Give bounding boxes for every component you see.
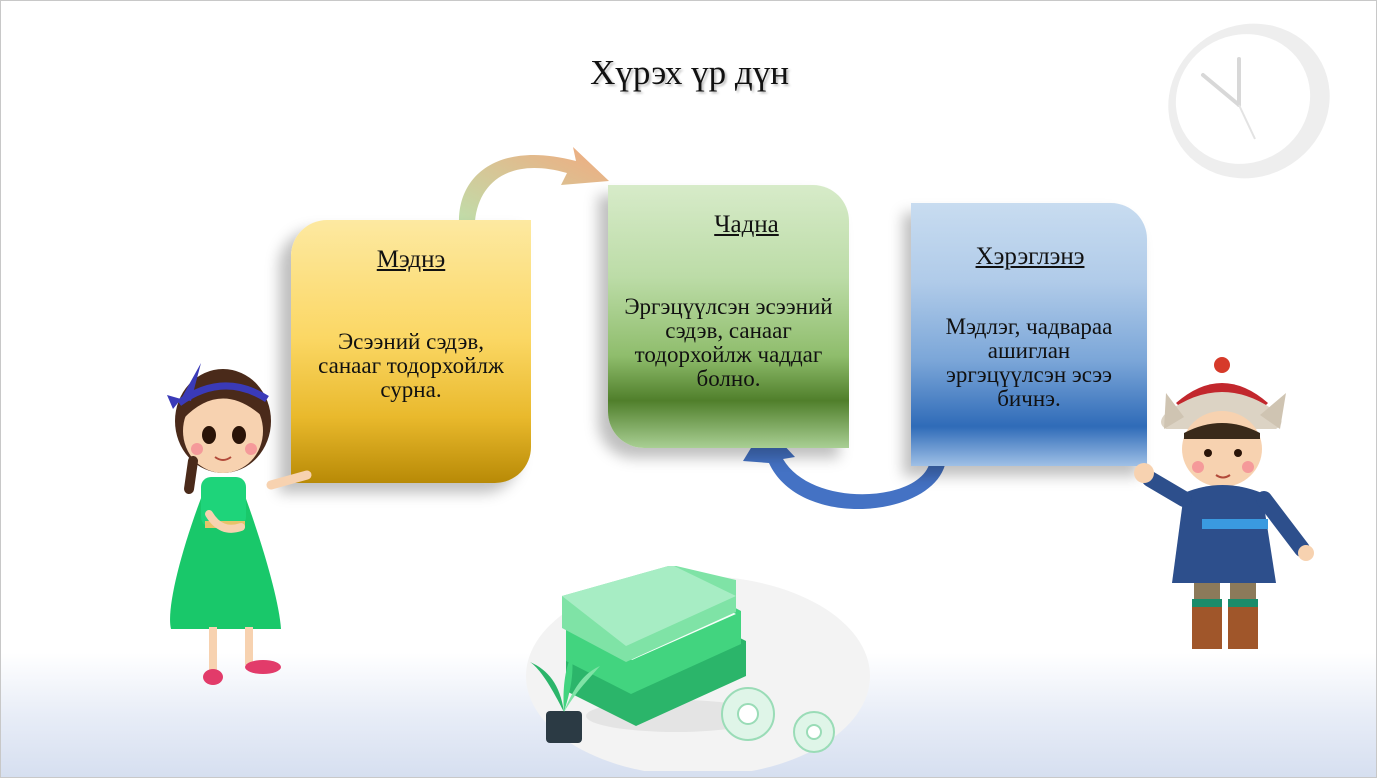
arrow-bottom-icon — [743, 425, 945, 510]
boy-illustration — [1134, 357, 1314, 649]
know-text: Эсээний сэдэв, санааг тодорхойлж сурна. — [318, 329, 504, 402]
can-heading: Чадна — [714, 211, 779, 238]
gear-icon — [721, 687, 835, 753]
apply-heading: Хэрэглэнэ — [975, 243, 1085, 270]
clock-icon — [1168, 23, 1330, 179]
girl-illustration — [167, 363, 312, 685]
can-text: Эргэцүүлсэн эсээний сэдэв, санааг тодорх… — [624, 294, 833, 391]
know-heading: Мэднэ — [376, 246, 446, 273]
books-icon — [526, 566, 870, 771]
apply-card: Хэрэглэнэ Мэдлэг, чадвараа ашиглан эргэц… — [911, 203, 1147, 466]
plant-icon — [530, 654, 600, 743]
slide-title: Хүрэх үр дүн — [590, 53, 789, 92]
apply-text: Мэдлэг, чадвараа ашиглан эргэцүүлсэн эсэ… — [945, 314, 1113, 411]
know-card: Мэднэ Эсээний сэдэв, санааг тодорхойлж с… — [291, 220, 531, 483]
can-card: Чадна Эргэцүүлсэн эсээний сэдэв, санааг … — [608, 185, 849, 448]
arrow-top-icon — [459, 147, 609, 221]
